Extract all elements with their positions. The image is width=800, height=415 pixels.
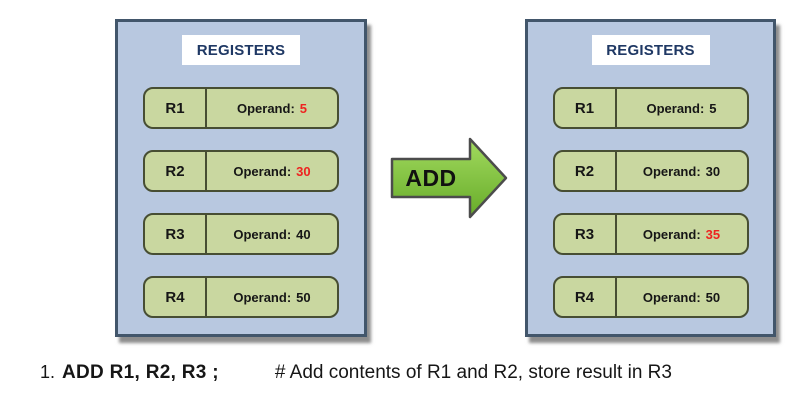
assembly-instruction: ADD R1, R2, R3 ; [62,362,219,383]
operand-value: 5 [299,100,308,116]
register-operand: Operand: 5 [207,89,337,127]
operand-label: Operand: [233,289,292,305]
register-name: R1 [145,89,207,127]
operand-label: Operand: [233,163,292,179]
operand-value: 40 [296,226,311,242]
register-operand: Operand: 40 [207,215,337,253]
register-list: R1 Operand: 5 R2 Operand: 30 R3 Operand:… [143,87,339,318]
operand-value: 50 [296,289,311,305]
panel-title: REGISTERS [591,35,710,65]
operand-label: Operand: [233,226,292,242]
register-row: R3 Operand: 40 [143,213,339,255]
instruction-comment: # Add contents of R1 and R2, store resul… [274,362,672,383]
register-list: R1 Operand: 5 R2 Operand: 30 R3 Operand:… [552,87,749,318]
register-row: R1 Operand: 5 [143,87,339,129]
arrow-right-icon [390,137,508,219]
register-name: R4 [555,278,617,316]
operand-label: Operand: [646,100,705,116]
panel-title: REGISTERS [182,35,300,65]
register-name: R4 [145,278,207,316]
register-name: R3 [145,215,207,253]
operand-label: Operand: [642,289,701,305]
add-arrow-label: ADD [405,164,457,191]
register-name: R1 [555,89,617,127]
registers-panel-after: REGISTERS R1 Operand: 5 R2 Operand: 30 R… [525,19,776,337]
register-row: R3 Operand: 35 [552,213,749,255]
operand-value: 30 [705,163,721,179]
register-name: R2 [555,152,617,190]
register-operand: Operand: 35 [617,215,747,253]
operand-value: 5 [709,100,717,116]
register-name: R2 [145,152,207,190]
operand-label: Operand: [642,163,701,179]
register-row: R1 Operand: 5 [552,87,749,129]
register-name: R3 [555,215,617,253]
register-operand: Operand: 50 [207,278,337,316]
register-operand: Operand: 50 [617,278,747,316]
register-operand: Operand: 30 [207,152,337,190]
registers-panel-before: REGISTERS R1 Operand: 5 R2 Operand: 30 R… [115,19,367,337]
operand-value: 30 [296,163,311,179]
register-operand: Operand: 30 [617,152,747,190]
register-row: R4 Operand: 50 [552,276,749,318]
add-arrow: ADD [390,134,510,222]
instruction-caption: 1. ADD R1, R2, R3 ; # Add contents of R1… [40,362,672,384]
operand-label: Operand: [642,226,701,242]
operand-value: 35 [705,226,721,242]
list-number: 1. [40,362,56,382]
operand-label: Operand: [236,100,295,116]
register-row: R2 Operand: 30 [143,150,339,192]
operand-value: 50 [705,289,721,305]
register-row: R4 Operand: 50 [143,276,339,318]
register-row: R2 Operand: 30 [552,150,749,192]
register-operand: Operand: 5 [617,89,747,127]
